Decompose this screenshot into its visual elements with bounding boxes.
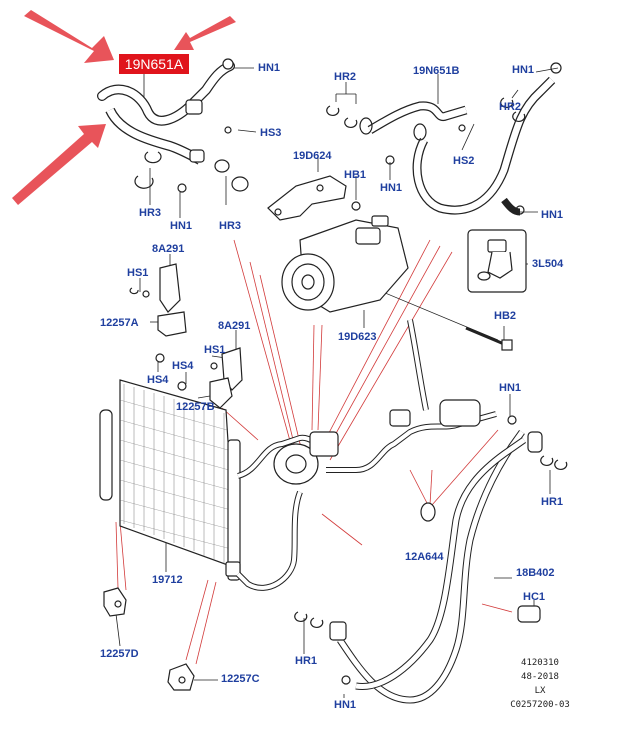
label-hr3: HR3 (219, 220, 242, 232)
label-hn1: HN1 (380, 182, 403, 194)
arrow-top-left (24, 10, 114, 63)
label-19n651b: 19N651B (413, 65, 460, 77)
label-12257c: 12257C (221, 673, 260, 685)
assembly-parts (273, 399, 543, 685)
label-hr1: HR1 (541, 496, 564, 508)
bracket-12257c (167, 663, 195, 691)
bracket-19d624 (267, 175, 361, 221)
label-hb1: HB1 (344, 169, 367, 181)
brackets-8a291 (142, 263, 243, 409)
ref-line-4: C0257200-03 (510, 700, 570, 710)
label-hr2: HR2 (499, 101, 522, 113)
ref-line-2: 48-2018 (521, 672, 559, 682)
pointer-arrows (12, 10, 236, 205)
label-hn1: HN1 (258, 62, 281, 74)
label-12257a: 12257A (100, 317, 139, 329)
red-leaders (115, 239, 513, 665)
label-3l504: 3L504 (532, 258, 564, 270)
hose-19n651b (326, 62, 562, 216)
label-12a644: 12A644 (405, 551, 444, 563)
valve-3l504-box (467, 229, 527, 293)
label-hs3: HS3 (260, 127, 282, 139)
label-hn1: HN1 (170, 220, 193, 232)
o-rings-lower (129, 287, 568, 629)
condenser-19712 (99, 379, 241, 581)
label-hs2: HS2 (453, 155, 475, 167)
label-hs4: HS4 (147, 374, 169, 386)
label-19d623: 19D623 (338, 331, 377, 343)
label-hn1: HN1 (334, 699, 357, 711)
hose-19n651a (97, 58, 235, 193)
highlighted-part-label: 19N651A (119, 54, 189, 74)
label-hr3: HR3 (139, 207, 162, 219)
label-hc1: HC1 (523, 591, 546, 603)
label-18b402: 18B402 (516, 567, 555, 579)
label-hn1: HN1 (512, 64, 535, 76)
label-hn1: HN1 (499, 382, 522, 394)
label-hs1: HS1 (127, 267, 149, 279)
ref-line-1: 4120310 (521, 658, 559, 668)
bracket-12257d (103, 587, 127, 617)
label-19712: 19712 (152, 574, 183, 586)
label-8a291: 8A291 (218, 320, 251, 332)
ref-line-3: LX (534, 686, 546, 696)
label-hr1: HR1 (295, 655, 318, 667)
bolt-hb2 (465, 326, 513, 351)
label-19d624: 19D624 (293, 150, 332, 162)
label-hs1: HS1 (204, 344, 226, 356)
label-hr2: HR2 (334, 71, 357, 83)
label-hb2: HB2 (494, 310, 517, 322)
arrow-top-right (174, 16, 236, 50)
o-rings-top-left (134, 151, 249, 192)
compressor-19d623 (281, 215, 409, 313)
label-8a291: 8A291 (152, 243, 185, 255)
label-hn1: HN1 (541, 209, 564, 221)
arrow-bottom-left (12, 124, 106, 205)
label-12257b: 12257B (176, 401, 215, 413)
label-12257d: 12257D (100, 648, 139, 660)
assembly-pipes (235, 319, 527, 704)
label-hs4: HS4 (172, 360, 194, 372)
